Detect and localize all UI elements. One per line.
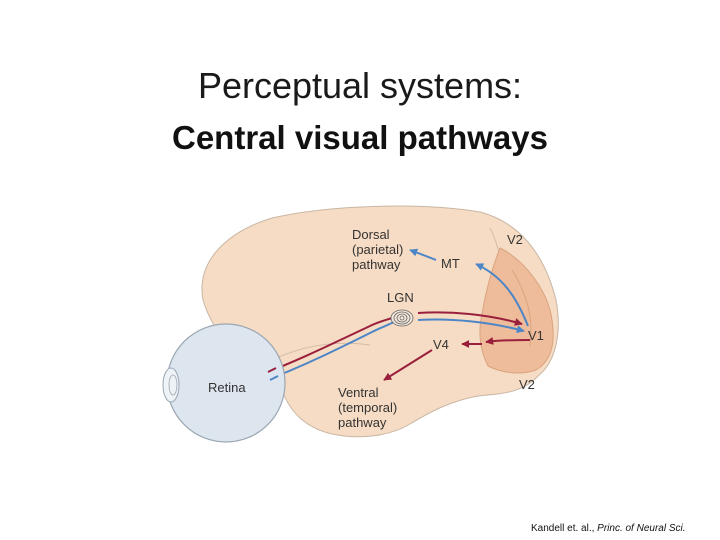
label-dorsal: (parietal) xyxy=(352,242,403,257)
slide-subtitle: Central visual pathways xyxy=(172,119,548,156)
v1-to-v4 xyxy=(485,337,531,345)
label-ventral: pathway xyxy=(338,415,387,430)
lgn-to-v1-magno xyxy=(417,318,525,334)
v1-boundary xyxy=(511,269,532,347)
label-dorsal: Dorsal xyxy=(352,227,390,242)
label-ventral: Ventral xyxy=(338,385,379,400)
optic-nerve-exit xyxy=(267,367,277,373)
label-ventral: (temporal) xyxy=(338,400,397,415)
label-v2-top: V2 xyxy=(507,232,523,247)
optic-nerve-exit xyxy=(269,375,279,381)
label-dorsal: pathway xyxy=(352,257,401,272)
citation-source: Princ. of Neural Sci. xyxy=(597,523,686,534)
label-lgn: LGN xyxy=(387,290,414,305)
optic-nerve xyxy=(259,317,393,376)
optic-nerve xyxy=(261,321,395,383)
label-v4: V4 xyxy=(433,337,449,352)
eyeball xyxy=(162,323,286,443)
lgn-to-v1-parvo xyxy=(417,311,523,326)
label-v2-bottom: V2 xyxy=(519,377,535,392)
v1-to-mt xyxy=(475,263,529,327)
label-v1: V1 xyxy=(528,328,544,343)
slide-title: Perceptual systems: xyxy=(197,65,523,106)
citation: Kandell et. al., Princ. of Neural Sci. xyxy=(531,523,686,534)
lgn-structure xyxy=(390,309,414,327)
citation-authors: Kandell et. al., xyxy=(531,523,598,534)
label-retina: Retina xyxy=(208,380,246,395)
mt-to-dorsal xyxy=(409,248,437,261)
v4-to-ventral xyxy=(383,349,433,381)
label-mt: MT xyxy=(441,256,460,271)
